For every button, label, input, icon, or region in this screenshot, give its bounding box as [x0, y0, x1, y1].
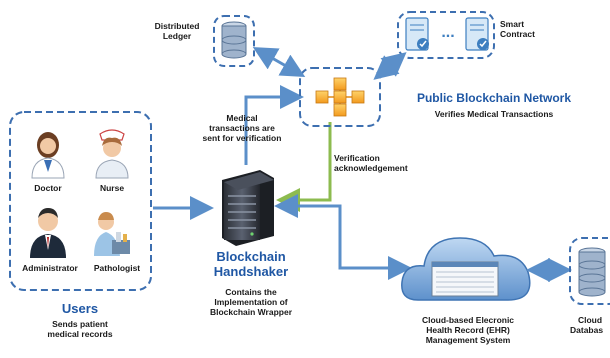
pathologist-icon — [94, 212, 130, 256]
ack-line2: acknowledgement — [334, 162, 408, 173]
contract-ellipsis: ... — [441, 24, 455, 41]
handshaker-title-line1: Blockchain — [216, 249, 286, 264]
handshaker-title: Blockchain Handshaker — [196, 249, 306, 280]
cloud-db-line2: Databas — [570, 324, 604, 335]
blockchain-cubes-icon — [315, 77, 365, 117]
network-title: Public Blockchain Network — [416, 91, 572, 105]
contract-label: Smart Contract — [500, 19, 535, 39]
to-network-line1: Medical — [226, 113, 258, 123]
ehr-line1: Cloud-based Elecronic — [421, 315, 515, 325]
cloud-db-line1: Cloud — [577, 315, 603, 325]
contract-document-icon — [465, 17, 489, 51]
handshaker-title-line2: Handshaker — [213, 263, 289, 279]
handshaker-ehr-arrow — [274, 194, 412, 280]
to-network-arrow-label: Medical transactions are sent for verifi… — [196, 113, 288, 143]
users-title: Users — [61, 301, 99, 316]
users-desc-line2: medical records — [47, 328, 113, 339]
role-pathologist-label: Pathologist — [93, 263, 141, 273]
handshaker-desc-line2: Implementation of — [214, 296, 288, 307]
ack-arrow-label: Verification acknowledgement — [334, 153, 424, 174]
ack-arrow — [276, 122, 332, 212]
ack-line1: Verification — [334, 153, 380, 163]
to-network-line3: sent for verification — [202, 132, 282, 143]
server-icon — [222, 170, 274, 246]
handshaker-desc-line3: Blockchain Wrapper — [209, 306, 293, 317]
contract-document-icon — [405, 17, 429, 51]
nurse-icon — [95, 129, 129, 179]
cloud-db-box — [569, 237, 610, 305]
ehr-line2: Health Record (EHR) — [426, 324, 510, 335]
network-subtitle: Verifies Medical Transactions — [434, 109, 554, 119]
contract-box — [397, 11, 495, 59]
administrator-icon — [30, 208, 66, 258]
ledger-database-icon — [221, 21, 247, 59]
users-group-box — [9, 111, 152, 291]
to-network-line2: transactions are — [209, 122, 275, 133]
ehr-cloud-icon — [401, 237, 531, 301]
ledger-arrow — [252, 47, 306, 77]
ledger-box — [213, 15, 255, 67]
cloud-db-label: Cloud Databas — [570, 315, 610, 336]
network-box — [299, 67, 381, 127]
role-doctor-label: Doctor — [34, 183, 62, 193]
ehr-line3: Management System — [425, 334, 511, 345]
to-network-arrow — [244, 85, 304, 165]
handshaker-desc-line1: Contains the — [225, 287, 277, 297]
users-desc: Sends patient medical records — [20, 319, 140, 340]
users-desc-line1: Sends patient — [52, 319, 108, 329]
doctor-icon — [31, 132, 65, 179]
handshaker-desc: Contains the Implementation of Blockchai… — [186, 287, 316, 317]
role-nurse-label: Nurse — [99, 183, 125, 193]
role-administrator-label: Administrator — [22, 263, 78, 273]
ehr-label: Cloud-based Elecronic Health Record (EHR… — [398, 315, 538, 345]
ledger-label: Distributed Ledger — [154, 21, 200, 41]
cloud-database-icon — [578, 247, 606, 297]
contract-arrow — [373, 52, 407, 80]
